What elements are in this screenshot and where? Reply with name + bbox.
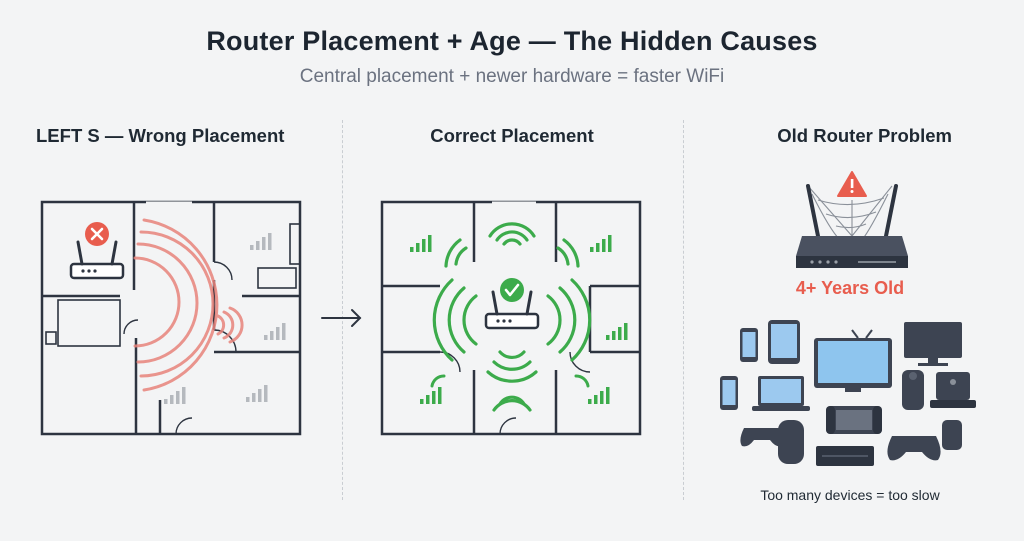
weak-bars-icon bbox=[164, 387, 186, 404]
page-subtitle: Central placement + newer hardware = fas… bbox=[299, 66, 725, 87]
tv-icon bbox=[814, 329, 892, 392]
smart-speaker-icon bbox=[778, 420, 804, 464]
weak-signal-arcs bbox=[133, 218, 244, 392]
phone-icon bbox=[740, 328, 758, 362]
smart-speaker-icon bbox=[902, 370, 924, 410]
strong-bars-icon bbox=[588, 387, 610, 404]
old-router-icon bbox=[796, 184, 908, 268]
handheld-console-icon bbox=[826, 406, 882, 434]
monitor-icon bbox=[904, 322, 962, 366]
gamepad-icon bbox=[740, 428, 784, 447]
smart-speaker-icon bbox=[942, 420, 962, 450]
game-console-icon bbox=[816, 446, 874, 466]
panel-divider-right bbox=[683, 120, 684, 500]
media-box-icon bbox=[930, 372, 976, 408]
strong-bars-icon bbox=[606, 323, 628, 340]
phone-icon bbox=[720, 376, 738, 410]
warning-icon bbox=[837, 171, 867, 197]
arrow-right-icon bbox=[321, 309, 362, 327]
router-icon bbox=[69, 240, 125, 280]
old-router-title: Old Router Problem bbox=[777, 125, 952, 146]
strong-bars-icon bbox=[590, 235, 612, 252]
partial-wifi-icon bbox=[430, 374, 590, 388]
gamepad-icon bbox=[887, 436, 941, 461]
wrong-placement-title: LEFT S — Wrong Placement bbox=[36, 125, 285, 146]
weak-bars-icon bbox=[264, 323, 286, 340]
laptop-icon bbox=[752, 376, 810, 411]
devices-footnote: Too many devices = too slow bbox=[760, 487, 940, 503]
check-icon bbox=[500, 278, 524, 302]
strong-signal-arcs bbox=[432, 238, 592, 412]
weak-bars-icon bbox=[246, 385, 268, 402]
strong-bars-icon bbox=[410, 235, 432, 252]
devices-cluster bbox=[720, 320, 976, 466]
wifi-icon bbox=[488, 222, 536, 246]
panel-divider-left bbox=[342, 120, 343, 500]
x-icon bbox=[85, 222, 109, 246]
correct-placement-title: Correct Placement bbox=[430, 125, 594, 146]
router-age-label: 4+ Years Old bbox=[795, 278, 905, 298]
weak-bars-icon bbox=[250, 233, 272, 250]
strong-bars-icon bbox=[420, 387, 442, 404]
page-title: Router Placement + Age — The Hidden Caus… bbox=[206, 26, 818, 56]
tablet-icon bbox=[768, 320, 800, 364]
